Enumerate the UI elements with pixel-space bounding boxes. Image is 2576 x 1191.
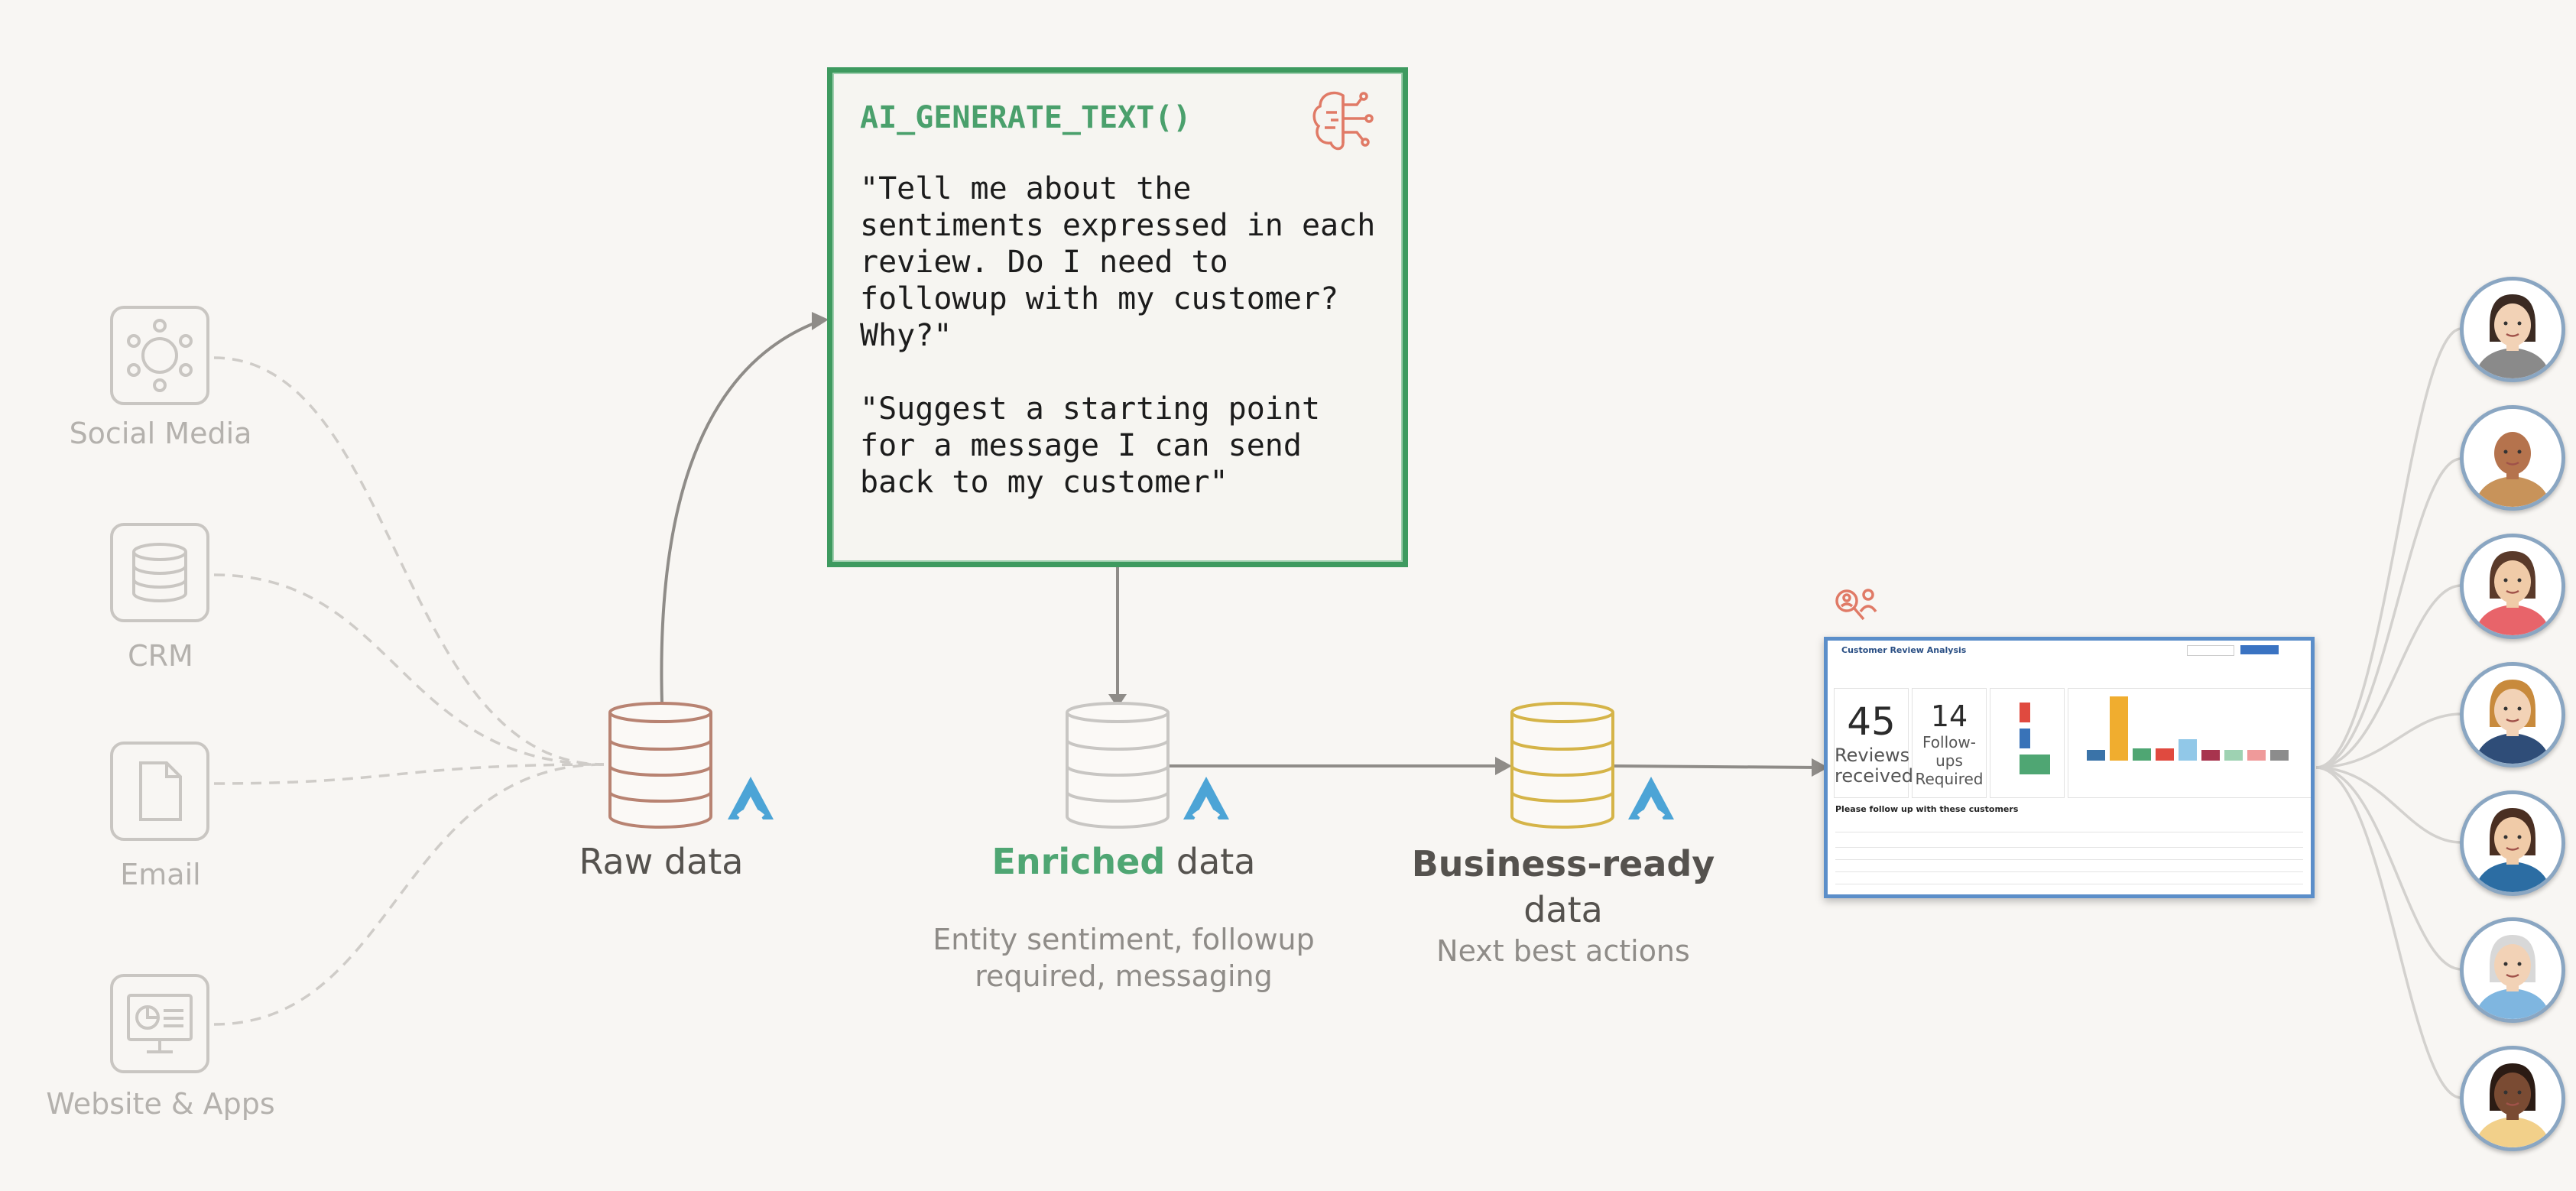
avatar-man-blue-icon [2460, 790, 2565, 896]
raw-platform-logo-icon [728, 777, 774, 819]
enriched-rest: data [1165, 841, 1256, 882]
source-label-crm: CRM [128, 639, 193, 673]
followups-count: 14 [1930, 699, 1968, 733]
dashboard-thumbnail[interactable]: Customer Review Analysis 45 Reviews rece… [1824, 637, 2315, 898]
avatar-woman-dark-icon [2460, 1046, 2565, 1151]
customer-curves [2315, 327, 2462, 1099]
source-curves [213, 356, 605, 1026]
categories-chart-card [2068, 688, 2311, 798]
followup-heading: Please follow up with these customers [1835, 804, 2019, 814]
document-icon [110, 742, 209, 841]
followups-card: 14 Follow- ups Required [1912, 688, 1987, 798]
source-label-website-apps: Website & Apps [46, 1087, 275, 1121]
business-database-icon [1510, 702, 1614, 829]
dash-primary-btn[interactable] [2240, 645, 2279, 654]
avatar-woman-curly-icon [2460, 534, 2565, 639]
enriched-subtitle: Entity sentiment, followup required, mes… [933, 923, 1315, 993]
prompt-function-title: AI_GENERATE_TEXT() [860, 100, 1192, 135]
sentiment-chart-card [1990, 688, 2065, 798]
avatar-man-bald-icon [2460, 405, 2565, 511]
enriched-highlight: Enriched [991, 841, 1166, 882]
person-search-icon [1835, 589, 1877, 621]
arrow-heads [812, 312, 1828, 777]
monitor-icon [110, 974, 209, 1073]
avatar-woman-blonde-icon [2460, 662, 2565, 767]
raw-data-label: Raw data [579, 841, 744, 882]
ai-prompt-box: AI_GENERATE_TEXT() "Tell me about the se… [827, 67, 1408, 567]
source-label-email: Email [120, 858, 201, 891]
dash-toolbar-btn[interactable] [2187, 645, 2234, 656]
followups-label: Follow- ups Required [1915, 733, 1984, 788]
enriched-database-icon [1066, 702, 1170, 829]
dashboard-title: Customer Review Analysis [1841, 645, 1967, 655]
source-label-social-media: Social Media [69, 417, 252, 450]
enriched-data-label: Enriched data [955, 841, 1292, 882]
brain-circuit-icon [1312, 91, 1374, 151]
avatar-woman-glasses-icon [2460, 277, 2565, 382]
avatar-man-glasses-icon [2460, 917, 2565, 1023]
business-platform-logo-icon [1628, 777, 1674, 819]
reviews-count: 45 [1847, 699, 1896, 744]
reviews-card: 45 Reviews received [1834, 688, 1913, 798]
flow-arrows [660, 317, 1820, 769]
reviews-label: Reviews received [1835, 745, 1913, 787]
business-line1: Business-ready [1411, 843, 1715, 884]
database-icon [110, 523, 209, 622]
prompt-text: "Tell me about the sentiments expressed … [860, 171, 1376, 500]
enriched-platform-logo-icon [1183, 777, 1229, 819]
social-network-icon [110, 306, 209, 405]
business-data-label: Business-ready data [1376, 841, 1750, 933]
business-line2: data [1523, 889, 1603, 930]
business-subtitle: Next best actions [1436, 934, 1690, 968]
raw-database-icon [608, 702, 712, 829]
